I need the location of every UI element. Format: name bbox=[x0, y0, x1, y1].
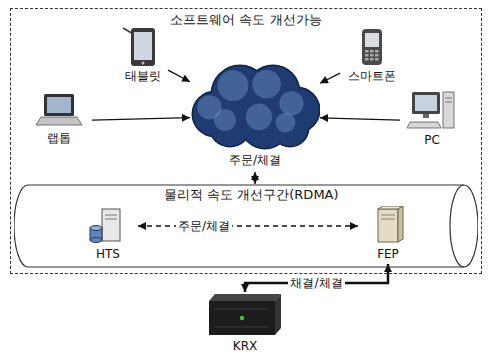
flow-connector bbox=[320, 73, 340, 83]
zone-heading: 물리적 속도 개선구간(RDMA) bbox=[164, 187, 339, 203]
hts-server: HTS bbox=[78, 206, 138, 264]
network-cloud: 주문/체결 bbox=[190, 60, 320, 172]
node-label: 스마트폰 bbox=[348, 68, 396, 84]
cloud-icon bbox=[190, 60, 320, 152]
fep-server: FEP bbox=[358, 206, 418, 264]
node-label: PC bbox=[424, 132, 440, 148]
krx-server: KRX bbox=[200, 292, 290, 356]
rdma-zone: HTS FEP 물리적 속도 개선구간(RDMA) bbox=[14, 184, 478, 268]
flow-connector bbox=[245, 264, 388, 292]
node-label: KRX bbox=[233, 338, 257, 354]
node-label: 태블릿 bbox=[125, 68, 161, 84]
node-label: 주문/체결 bbox=[229, 152, 281, 168]
flow-connector bbox=[254, 172, 255, 184]
flow-connector bbox=[92, 118, 190, 121]
node-label: FEP bbox=[377, 246, 399, 262]
node-label: 랩톱 bbox=[47, 130, 71, 146]
laptop-device: 랩톱 bbox=[26, 92, 92, 150]
laptop-icon bbox=[26, 92, 92, 130]
pc-device: PC bbox=[400, 90, 464, 152]
tablet-device: 태블릿 bbox=[118, 26, 168, 88]
software-zone: 태블릿 스마트폰랩톱 PC 주문/체결 HTS FEP 물리적 속도 개선구간(RDMA) 소… bbox=[10, 8, 482, 274]
tablet-icon bbox=[118, 26, 168, 68]
flow-connector bbox=[168, 70, 190, 82]
node-label: HTS bbox=[96, 246, 120, 262]
fep-icon bbox=[358, 206, 418, 246]
flow-connector bbox=[138, 225, 358, 226]
krx-icon bbox=[200, 292, 290, 338]
flow-connector bbox=[320, 118, 400, 120]
zone-heading: 소프트웨어 속도 개선가능 bbox=[11, 12, 481, 28]
server-icon bbox=[78, 206, 138, 246]
edge-label: 주문/체결 bbox=[176, 219, 232, 234]
edge-label: 채결/체결 bbox=[288, 276, 344, 291]
phone-icon bbox=[340, 26, 404, 68]
pc-icon bbox=[400, 90, 464, 132]
smartphone-device: 스마트폰 bbox=[340, 26, 404, 88]
